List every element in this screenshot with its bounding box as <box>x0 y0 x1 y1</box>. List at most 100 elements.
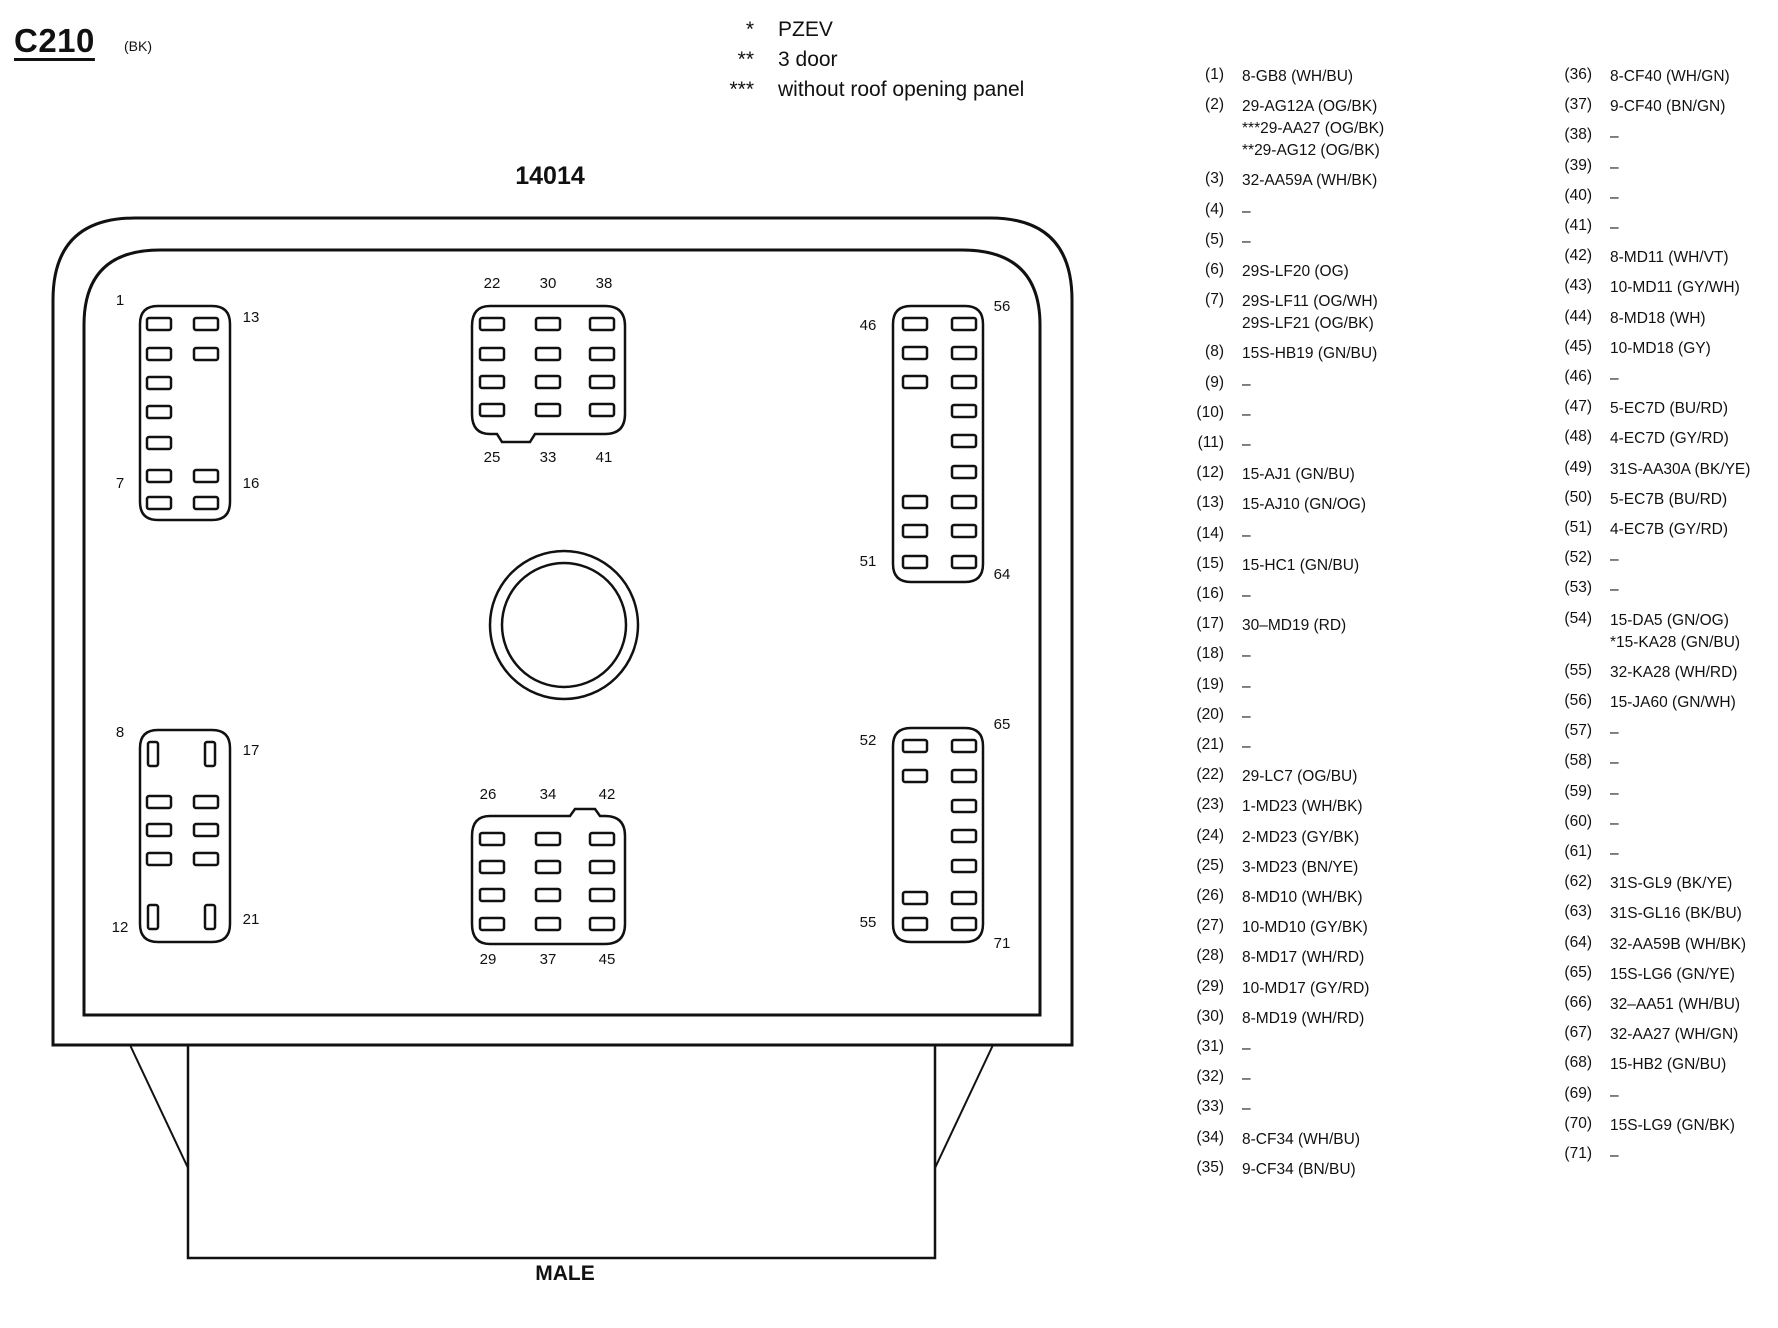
pin-circuit: – <box>1610 813 1619 835</box>
pin-cavity <box>950 554 978 570</box>
pin-number: (15) <box>1196 554 1224 572</box>
circuit-line: – <box>1242 202 1251 220</box>
pin-number: (48) <box>1564 428 1592 446</box>
circuit-line: – <box>1242 677 1251 695</box>
pin-number: (66) <box>1564 994 1592 1011</box>
pin-number: (56) <box>1564 692 1592 709</box>
pin-number: (12) <box>1196 464 1224 482</box>
pin-number: (30) <box>1196 1007 1224 1025</box>
circuit-line: – <box>1242 526 1251 544</box>
cavity-number-label: 21 <box>243 911 260 928</box>
circuit-line: – <box>1610 1147 1619 1164</box>
pin-cavity <box>588 316 616 332</box>
cavity-number-label: 46 <box>860 317 877 334</box>
pin-number: (19) <box>1196 675 1224 693</box>
body-taper-left <box>129 1044 189 1169</box>
pin-number: (34) <box>1196 1128 1224 1146</box>
pin-cavity <box>950 916 978 932</box>
pin-circuit: – <box>1242 231 1251 253</box>
pin-cavity <box>901 554 929 570</box>
pin-circuit: 3-MD23 (BN/YE) <box>1242 857 1358 879</box>
pin-circuit: – <box>1242 706 1251 728</box>
circuit-line: 30–MD19 (RD) <box>1242 617 1347 635</box>
pin-cavity <box>478 374 506 390</box>
circuit-line: 4-EC7D (GY/RD) <box>1610 430 1729 448</box>
cavity-number-label: 64 <box>994 566 1011 583</box>
circuit-line: – <box>1242 647 1251 665</box>
pin-circuit: 9-CF40 (BN/GN) <box>1610 96 1725 118</box>
pin-circuit: – <box>1242 1038 1251 1060</box>
pin-number: (42) <box>1564 247 1592 265</box>
pin-cavity <box>192 851 220 867</box>
circuit-line: 8-CF40 (WH/GN) <box>1610 68 1730 85</box>
pin-circuit: 15S-HB19 (GN/BU) <box>1242 343 1377 365</box>
pin-circuit: – <box>1610 722 1619 744</box>
pin-circuit: 10-MD10 (GY/BK) <box>1242 917 1368 939</box>
pin-number: (67) <box>1564 1024 1592 1042</box>
pin-circuit: – <box>1610 1145 1619 1167</box>
circuit-line: 31S-AA30A (BK/YE) <box>1610 460 1751 478</box>
circuit-line: – <box>1242 1100 1251 1118</box>
pin-circuit: 10-MD11 (GY/WH) <box>1610 277 1740 299</box>
pin-number: (9) <box>1205 373 1224 391</box>
pin-number: (69) <box>1564 1084 1592 1102</box>
cavity-block-outline <box>138 304 232 522</box>
cavity-number-label: 13 <box>243 309 260 326</box>
pin-circuit: – <box>1242 525 1251 547</box>
pin-cavity <box>192 495 220 511</box>
cavity-block-lower-right <box>891 726 985 944</box>
cavity-block-outline <box>470 807 627 946</box>
circuit-line: 15-HB2 (GN/BU) <box>1610 1056 1727 1074</box>
pin-circuit: – <box>1242 201 1251 223</box>
pin-number: (29) <box>1196 977 1224 995</box>
cavity-block-outline <box>470 304 627 444</box>
pin-circuit: – <box>1610 579 1619 601</box>
pin-cavity <box>950 464 978 480</box>
pin-cavity <box>145 495 173 511</box>
connector-body <box>186 1043 937 1260</box>
pin-circuit: 31S-AA30A (BK/YE) <box>1610 459 1750 481</box>
pin-cavity <box>901 345 929 361</box>
circuit-line: 32-AA27 (WH/GN) <box>1610 1026 1739 1044</box>
pin-circuit: 15-DA5 (GN/OG)*15-KA28 (GN/BU) <box>1610 610 1740 654</box>
pin-number: (57) <box>1564 722 1592 740</box>
cavity-number-label: 34 <box>540 786 557 803</box>
circuit-line: 32-KA28 (WH/RD) <box>1610 663 1738 681</box>
cavity-blocks <box>138 304 985 946</box>
circuit-line: 29-LC7 (OG/BU) <box>1242 768 1358 786</box>
cavity-number-label: 38 <box>596 275 613 292</box>
pin-circuit: 8-MD10 (WH/BK) <box>1242 887 1363 909</box>
pin-cavity <box>145 316 173 332</box>
circuit-line: 32-AA59A (WH/BK) <box>1242 172 1378 190</box>
pin-cavity <box>534 859 562 875</box>
pin-cavity <box>588 374 616 390</box>
legend-text: without roof opening panel <box>778 78 1025 101</box>
circuit-line: – <box>1242 232 1251 250</box>
circuit-line: 8-MD19 (WH/RD) <box>1242 1009 1365 1027</box>
cavity-number-label: 51 <box>860 553 877 570</box>
center-post-outer <box>488 549 640 701</box>
pin-number: (52) <box>1564 549 1592 567</box>
pin-circuit: – <box>1610 549 1619 571</box>
pin-number: (58) <box>1564 752 1592 770</box>
circuit-line: 5-EC7D (BU/RD) <box>1610 400 1728 418</box>
pin-circuit: – <box>1610 1085 1619 1107</box>
pin-circuit: 32-AA59B (WH/BK) <box>1610 934 1746 956</box>
cavity-number-label: 17 <box>243 742 260 759</box>
legend-text: 3 door <box>778 48 838 71</box>
cavity-block-upper-left <box>138 304 232 522</box>
pin-circuit: 15-HB2 (GN/BU) <box>1610 1054 1726 1076</box>
circuit-line: – <box>1242 436 1251 453</box>
pin-number: (2) <box>1205 96 1224 114</box>
circuit-line: 8-MD17 (WH/RD) <box>1242 949 1365 967</box>
pin-circuit: – <box>1242 676 1251 698</box>
pin-circuit: 8-MD18 (WH) <box>1610 308 1706 330</box>
cavity-number-label: 8 <box>116 724 124 741</box>
pin-cavity <box>145 851 173 867</box>
pin-cavity <box>534 887 562 903</box>
pin-cavity <box>950 494 978 510</box>
pin-number: (38) <box>1564 126 1592 144</box>
circuit-line: 15-HC1 (GN/BU) <box>1242 556 1360 574</box>
pin-cavity <box>901 316 929 332</box>
pin-number: (31) <box>1196 1038 1224 1055</box>
